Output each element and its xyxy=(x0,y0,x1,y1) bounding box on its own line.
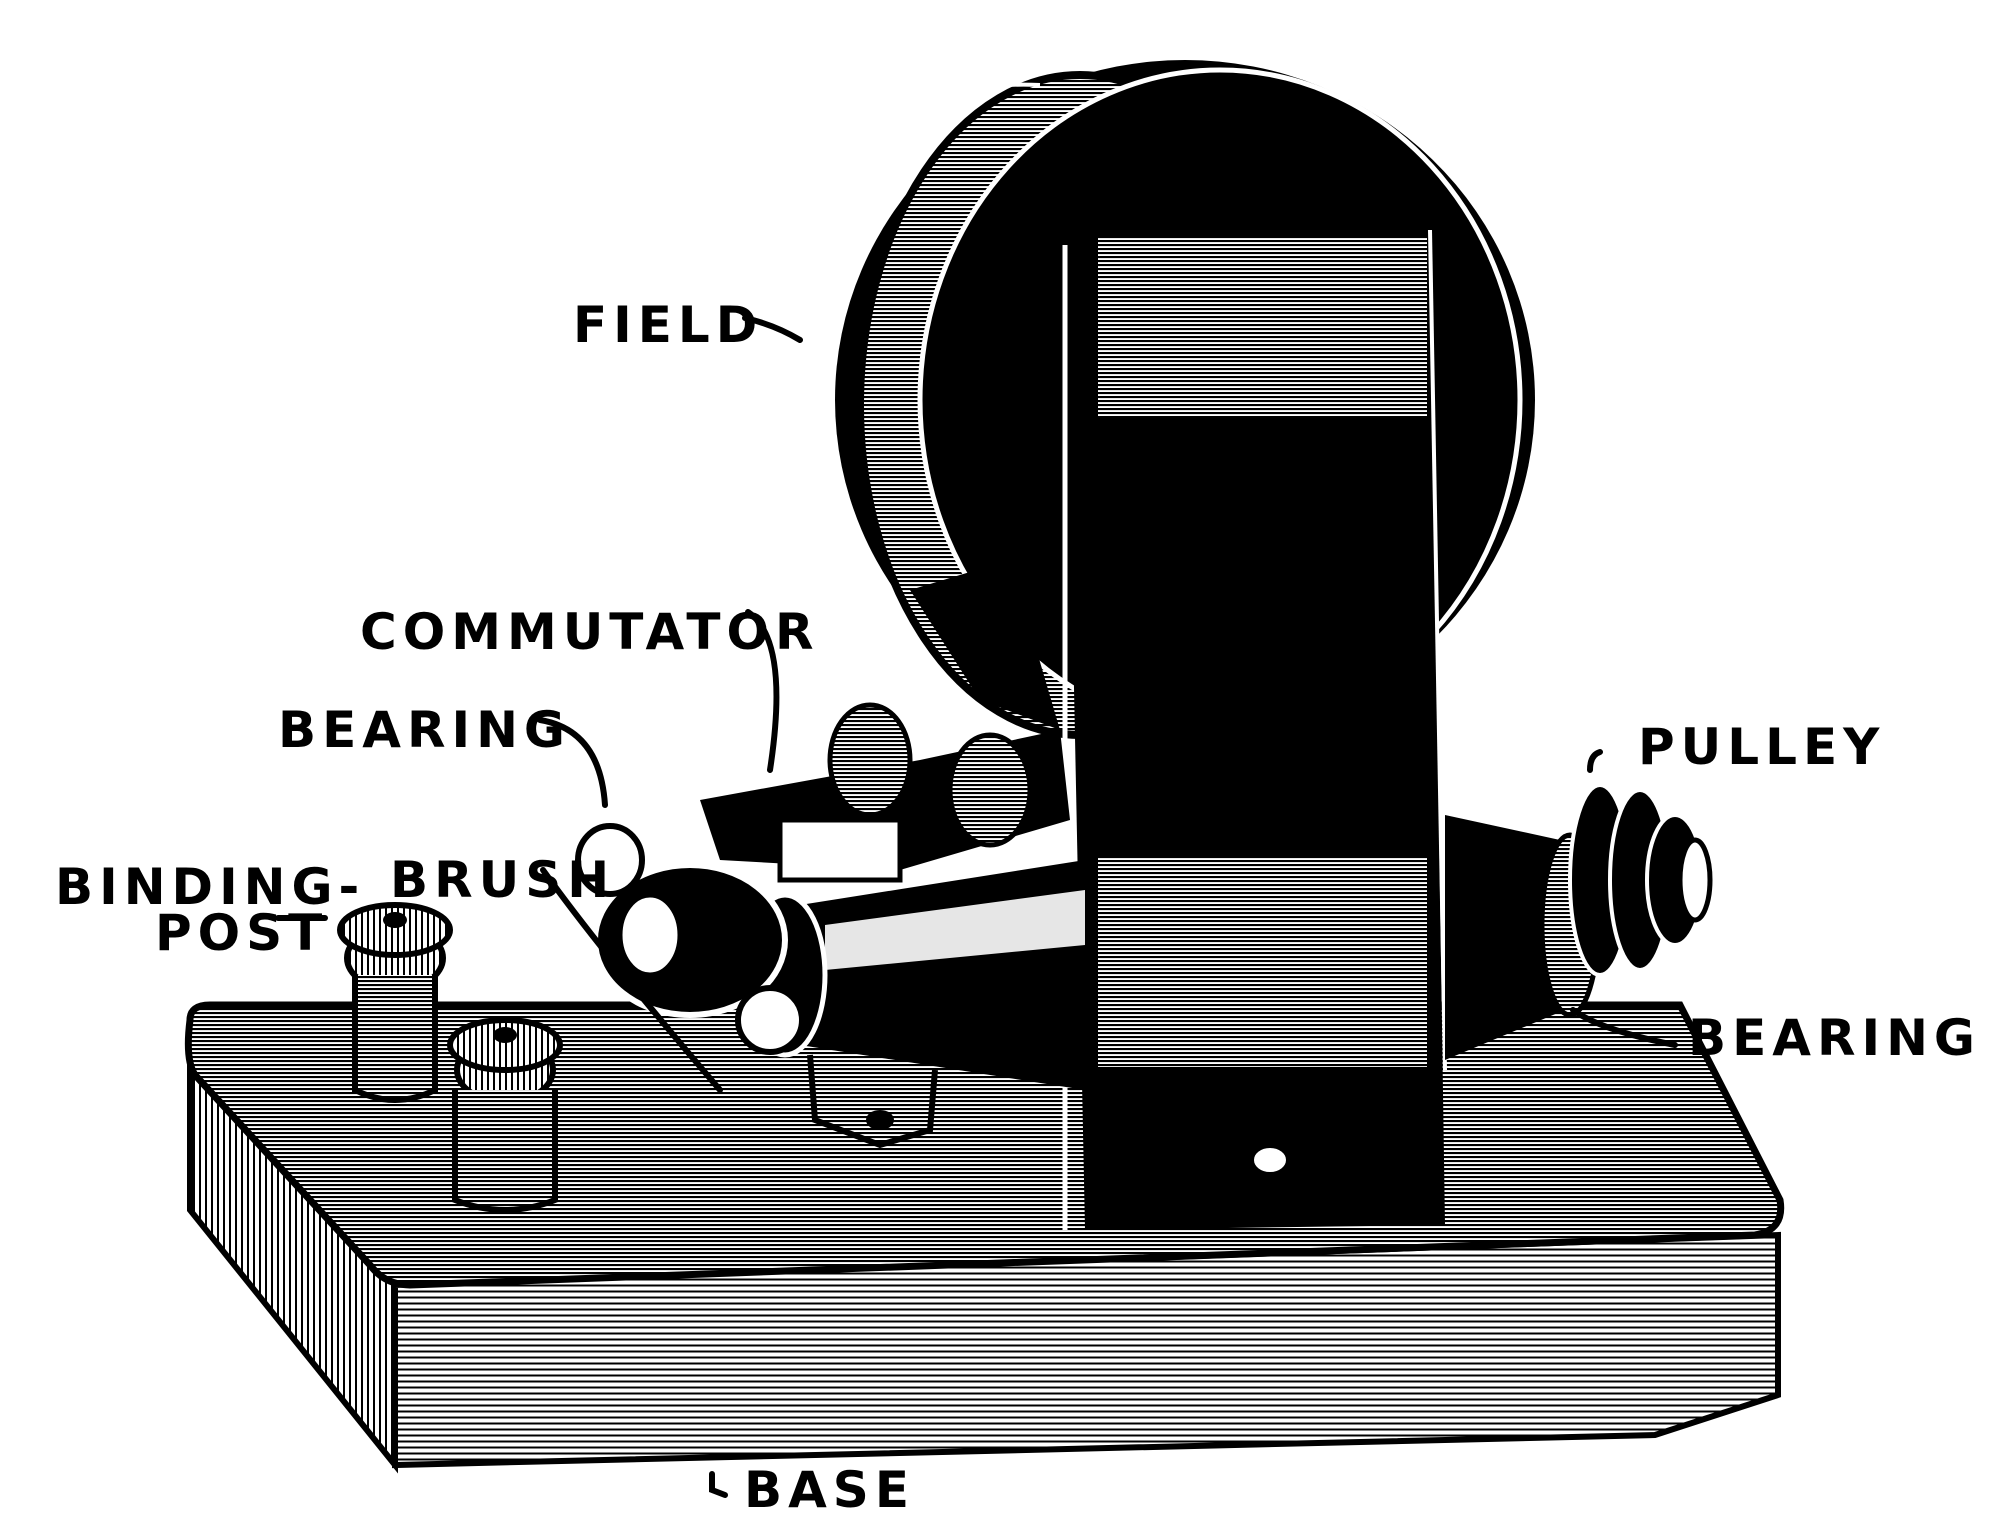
leader-lines xyxy=(275,315,1678,1498)
field-yoke xyxy=(1062,229,1447,1230)
bearing-right-leader xyxy=(1570,1007,1678,1048)
label-field: FIELD xyxy=(573,296,764,354)
pulley-leader xyxy=(1587,749,1603,773)
label-base: BASE xyxy=(744,1461,915,1519)
label-bearing-left: BEARING xyxy=(278,701,571,759)
brush-leader xyxy=(540,867,723,1093)
pulley xyxy=(1568,783,1713,977)
commutator-leader xyxy=(745,609,780,773)
binding-post-rear xyxy=(337,902,453,1103)
label-binding-post-line1: BINDING- xyxy=(55,858,366,916)
bearing-left-leader xyxy=(537,717,608,808)
label-commutator: COMMUTATOR xyxy=(360,603,820,661)
binding-post-front xyxy=(447,1017,563,1213)
label-pulley: PULLEY xyxy=(1638,718,1886,776)
base-leader xyxy=(709,1471,728,1498)
label-bearing-right: BEARING xyxy=(1688,1009,1981,1067)
label-brush: BRUSH xyxy=(390,851,616,909)
label-binding-post-line2: POST xyxy=(155,904,329,962)
armature-shaft xyxy=(742,815,1601,1090)
commutator-assembly xyxy=(575,560,1070,1149)
field-leader xyxy=(742,315,803,343)
